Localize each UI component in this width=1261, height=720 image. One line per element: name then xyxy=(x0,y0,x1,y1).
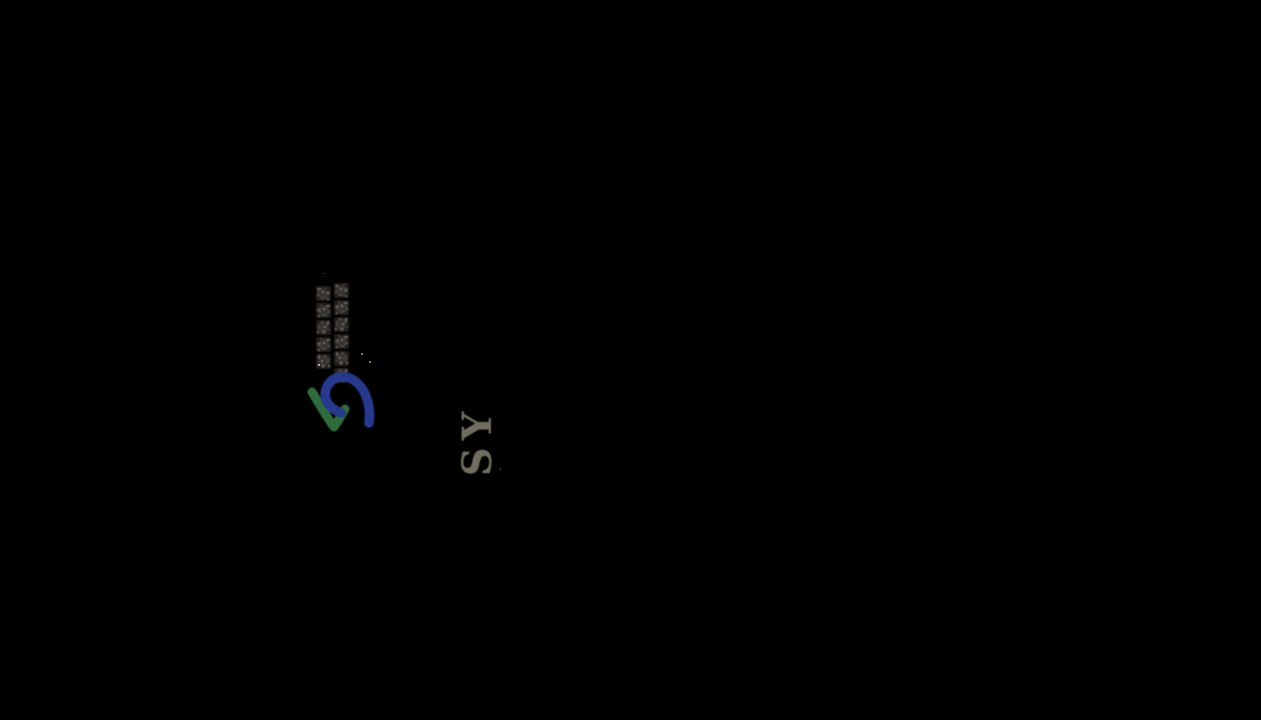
glyph-noise-cell xyxy=(316,337,331,352)
glyph-noise-cell xyxy=(334,351,349,366)
artifact-speck xyxy=(344,343,345,345)
artifact-speck xyxy=(323,273,325,274)
glyph-noise-cell xyxy=(316,303,331,318)
artifact-speck xyxy=(327,373,329,374)
glyph-noise-cell xyxy=(334,300,349,315)
artifact-speck xyxy=(345,283,347,284)
glyph-noise-cell xyxy=(334,317,349,332)
sy-watermark-text: SY xyxy=(454,404,501,477)
artifact-speck xyxy=(318,364,320,366)
artifact-speck xyxy=(361,353,363,355)
cjk-text-column-2 xyxy=(334,283,349,385)
illegible-cjk-text xyxy=(315,283,353,389)
glyph-noise-cell xyxy=(316,286,331,301)
cjk-text-column-1 xyxy=(316,286,331,371)
logo-blue-arc-icon xyxy=(320,372,375,428)
artifact-speck xyxy=(369,361,371,363)
glyph-noise-cell xyxy=(316,354,331,369)
glyph-noise-cell xyxy=(334,283,349,298)
company-logo xyxy=(307,372,375,432)
glyph-noise-cell xyxy=(316,320,331,335)
glyph-noise-cell xyxy=(334,334,349,349)
artifact-speck xyxy=(500,468,501,470)
